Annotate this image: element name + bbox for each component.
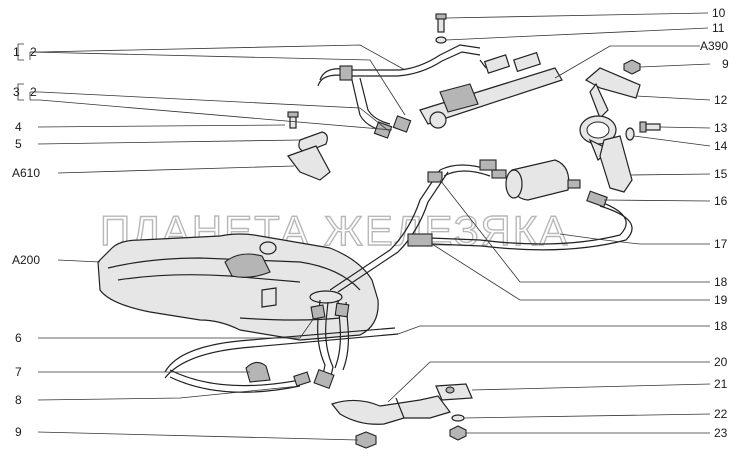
sleeve-5 [298,131,328,153]
label-17: 17 [714,237,728,251]
label-1-2: 2 [30,45,37,59]
label-5: 5 [15,137,22,151]
label-a390: А390 [700,39,728,53]
label-9-top: 9 [722,57,729,71]
washer-14 [625,127,635,141]
nut-9-lower [355,431,377,449]
upper-fuel-pipes [317,44,481,139]
label-a200: А200 [12,253,40,267]
label-8: 8 [15,393,22,407]
label-3-2: 2 [30,85,37,99]
pump-tubes [310,299,350,390]
bolt-10 [435,13,447,33]
label-7: 7 [15,365,22,379]
label-22: 22 [714,407,728,421]
fuel-tank [97,233,379,341]
bolt-13 [639,121,661,133]
screw-4 [287,111,299,129]
label-18-upper: 18 [714,275,728,289]
label-15: 15 [714,167,728,181]
label-4: 4 [15,120,22,134]
label-14: 14 [714,139,728,153]
heat-shield-20 [330,395,451,425]
bracket-12 [584,67,641,120]
washer-11 [435,36,447,44]
label-21: 21 [714,377,728,391]
label-20: 20 [714,355,728,369]
leader-lines [17,12,711,441]
label-3: 3 [13,85,20,99]
clip-21 [435,383,473,401]
label-6: 6 [15,331,22,345]
label-9-lower: 9 [15,425,22,439]
label-13: 13 [714,121,728,135]
label-11: 11 [712,21,725,35]
fuel-filter [491,159,581,201]
washer-22 [451,414,465,422]
bracket-a610 [287,145,331,181]
fuel-rail [419,51,563,129]
label-10: 10 [712,6,726,20]
label-a610: А610 [12,166,40,180]
bracket-15 [599,135,633,193]
nut-9-top [623,59,641,75]
label-18-lower: 18 [714,319,728,333]
labels-right: 10 11 А390 9 12 13 14 15 16 17 18 19 18 … [700,6,729,440]
label-16: 16 [714,194,728,208]
label-12: 12 [714,93,728,107]
nut-23 [449,425,467,441]
clip-7 [245,361,271,383]
label-1: 1 [13,45,20,59]
filter-clamp [579,115,617,161]
label-23: 23 [714,426,728,440]
filter-hoses [329,159,633,293]
labels-left: 1 2 3 2 4 5 А610 А200 6 7 8 9 [12,45,40,439]
fuel-lines-lower [164,327,399,393]
label-19: 19 [714,293,728,307]
